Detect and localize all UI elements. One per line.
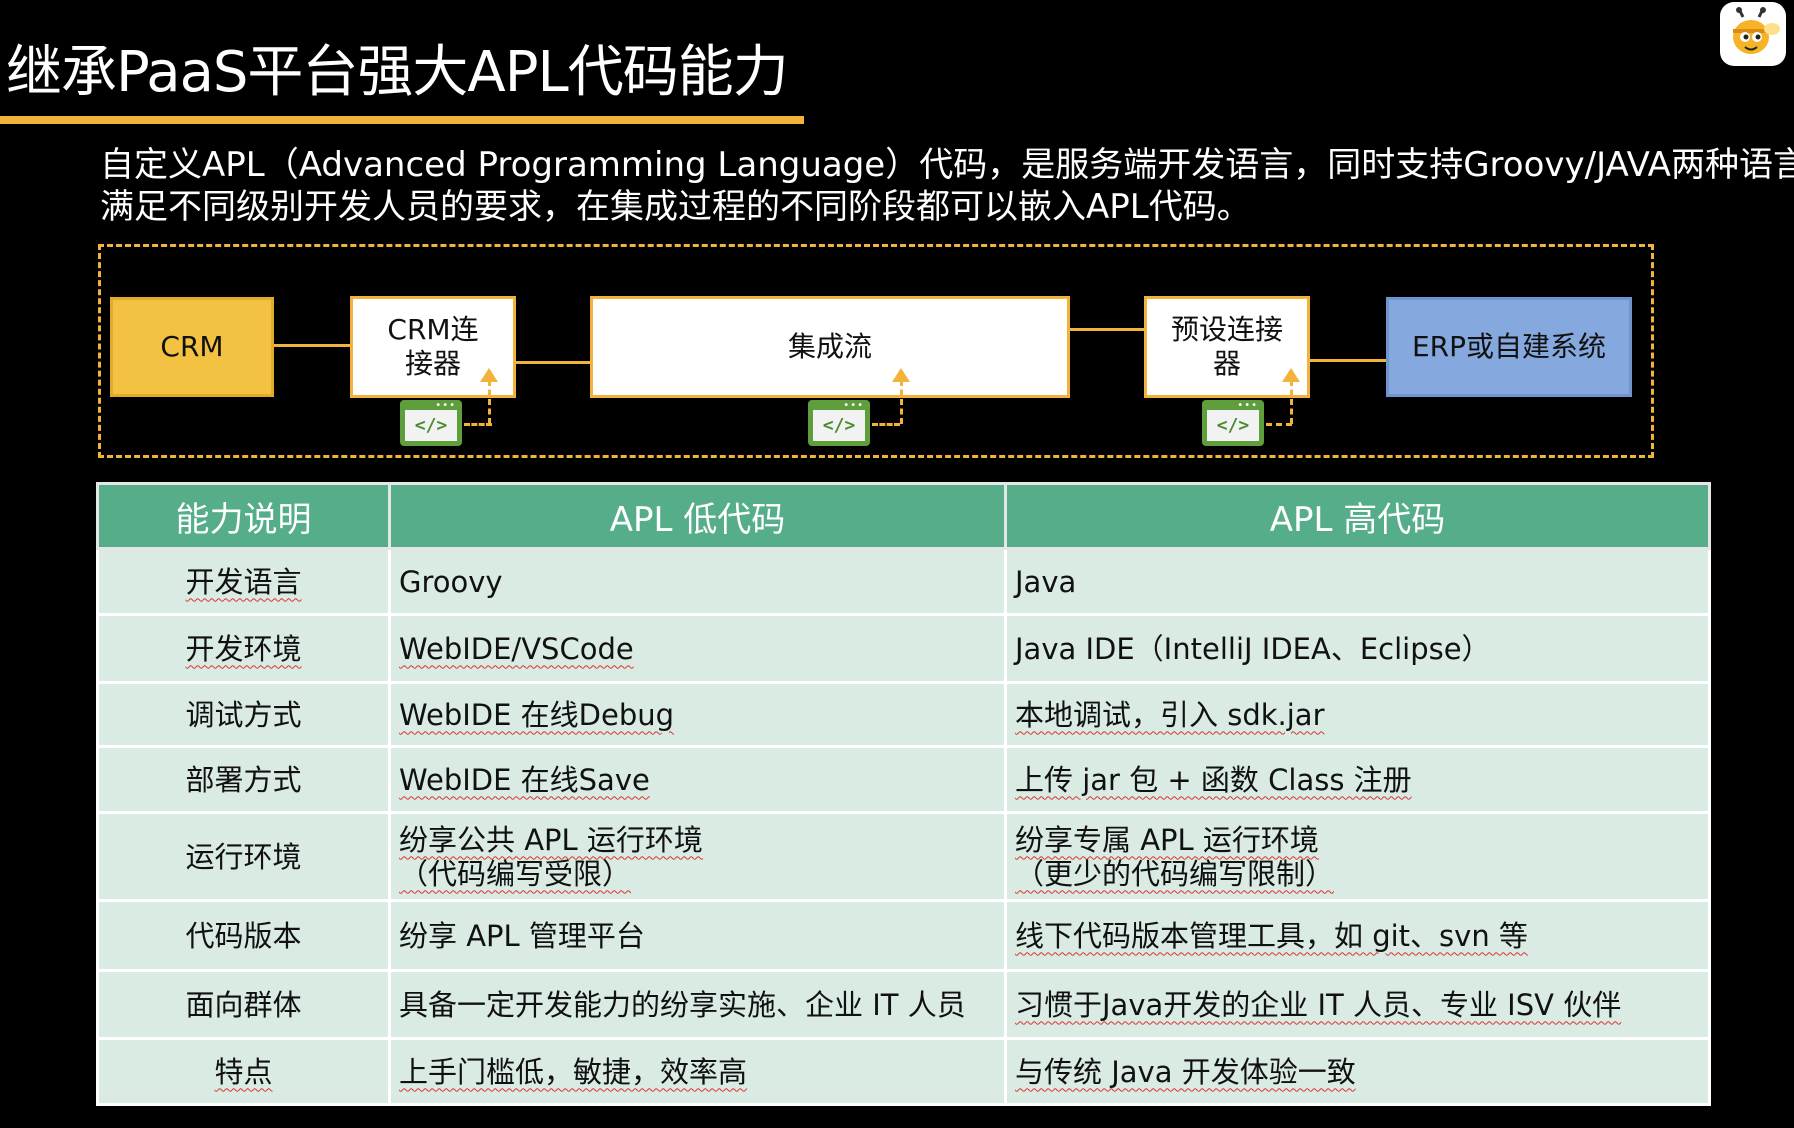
low-code-cell: WebIDE 在线Debug [399, 697, 675, 732]
low-code-cell-line-1: 纷享公共 APL 运行环境 [399, 822, 703, 857]
crm-connector-label-1: CRM连 [387, 313, 479, 346]
high-code-cell: 习惯于Java开发的企业 IT 人员、专业 ISV 伙伴 [1015, 987, 1622, 1022]
high-code-cell: Java [1015, 564, 1077, 599]
crm-node: CRM [110, 297, 274, 397]
connector-line [514, 361, 592, 364]
header-low-code: APL 低代码 [388, 482, 1007, 550]
crm-connector-node: CRM连 接器 [350, 296, 516, 398]
page-title: 继承PaaS平台强大APL代码能力 [6, 40, 789, 105]
table-row: 运行环境 纷享公共 APL 运行环境 （代码编写受限） 纷享专属 APL 运行环… [96, 811, 1711, 902]
row-label: 面向群体 [185, 987, 302, 1022]
code-icon: ••• </> [400, 400, 462, 446]
intro-line-2: 满足不同级别开发人员的要求，在集成过程的不同阶段都可以嵌入APL代码。 [100, 187, 1251, 227]
code-icon: ••• </> [1202, 400, 1264, 446]
low-code-cell: 具备一定开发能力的纷享实施、企业 IT 人员 [399, 987, 966, 1022]
dashed-arrow [488, 380, 491, 424]
dashed-arrow [872, 423, 900, 426]
integration-diagram-frame [98, 244, 1654, 458]
low-code-cell: Groovy [399, 564, 503, 599]
table-row: 开发语言 Groovy Java [96, 547, 1711, 616]
preset-connector-label-2: 器 [1212, 347, 1241, 380]
row-label: 运行环境 [185, 839, 302, 874]
dashed-arrow [900, 380, 903, 424]
row-label: 特点 [214, 1054, 273, 1089]
low-code-cell: WebIDE 在线Save [399, 762, 650, 797]
connector-line [1068, 328, 1146, 331]
preset-connector-node: 预设连接 器 [1144, 296, 1310, 398]
row-label: 开发语言 [185, 564, 302, 599]
dashed-arrow [1266, 423, 1292, 426]
row-label: 开发环境 [185, 631, 302, 666]
high-code-cell: 上传 jar 包 + 函数 Class 注册 [1015, 762, 1412, 797]
table-row: 代码版本 纷享 APL 管理平台 线下代码版本管理工具，如 git、svn 等 [96, 899, 1711, 972]
preset-connector-label-1: 预设连接 [1170, 313, 1283, 346]
high-code-cell: Java IDE（IntelliJ IDEA、Eclipse） [1015, 631, 1491, 666]
header-high-code: APL 高代码 [1004, 482, 1711, 550]
connector-line [274, 344, 352, 347]
dashed-arrow [1290, 380, 1293, 424]
table-row: 开发环境 WebIDE/VSCode Java IDE（IntelliJ IDE… [96, 613, 1711, 684]
connector-line [1308, 359, 1386, 362]
arrow-up-icon [892, 368, 910, 382]
table-row: 特点 上手门槛低，敏捷，效率高 与传统 Java 开发体验一致 [96, 1037, 1711, 1106]
intro-line-1: 自定义APL（Advanced Programming Language）代码，… [100, 145, 1794, 185]
row-label: 部署方式 [185, 762, 302, 797]
dashed-arrow [464, 423, 492, 426]
row-label: 代码版本 [185, 918, 302, 953]
low-code-cell: WebIDE/VSCode [399, 631, 634, 666]
arrow-up-icon [1282, 368, 1300, 382]
title-underline [0, 116, 804, 124]
high-code-cell: 线下代码版本管理工具，如 git、svn 等 [1015, 918, 1528, 953]
low-code-cell: 上手门槛低，敏捷，效率高 [399, 1054, 748, 1089]
integration-flow-node: 集成流 [590, 296, 1070, 398]
capability-table: 能力说明 APL 低代码 APL 高代码 开发语言 Groovy Java 开发… [96, 482, 1711, 1106]
table-row: 部署方式 WebIDE 在线Save 上传 jar 包 + 函数 Class 注… [96, 745, 1711, 814]
high-code-cell: 与传统 Java 开发体验一致 [1015, 1054, 1356, 1089]
arrow-up-icon [480, 368, 498, 382]
row-label: 调试方式 [185, 697, 302, 732]
table-header-row: 能力说明 APL 低代码 APL 高代码 [96, 482, 1711, 550]
high-code-cell: 本地调试，引入 sdk.jar [1015, 697, 1325, 732]
intro-text: 自定义APL（Advanced Programming Language）代码，… [100, 144, 1794, 228]
erp-node: ERP或自建系统 [1386, 297, 1632, 397]
bee-logo-icon [1720, 2, 1786, 66]
code-icon: ••• </> [808, 400, 870, 446]
low-code-cell: 纷享 APL 管理平台 [399, 918, 645, 953]
low-code-cell-line-2: （代码编写受限） [399, 856, 632, 891]
high-code-cell-line-1: 纷享专属 APL 运行环境 [1015, 822, 1319, 857]
header-capability: 能力说明 [96, 482, 391, 550]
crm-connector-label-2: 接器 [404, 347, 461, 380]
high-code-cell-line-2: （更少的代码编写限制） [1015, 856, 1335, 891]
table-row: 面向群体 具备一定开发能力的纷享实施、企业 IT 人员 习惯于Java开发的企业… [96, 969, 1711, 1040]
table-row: 调试方式 WebIDE 在线Debug 本地调试，引入 sdk.jar [96, 681, 1711, 748]
